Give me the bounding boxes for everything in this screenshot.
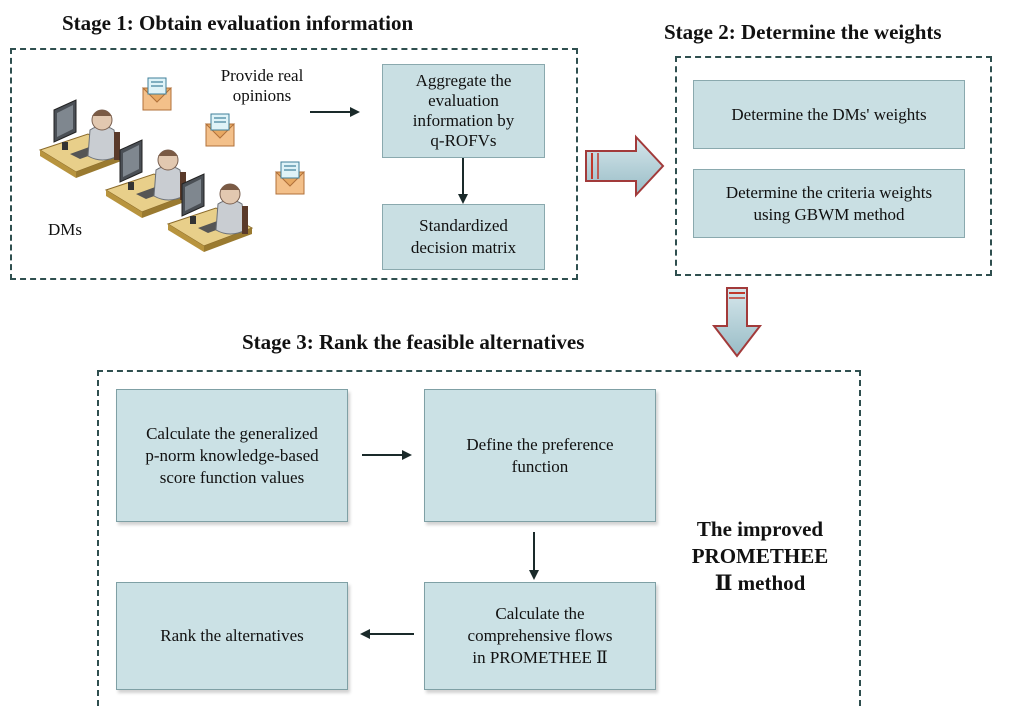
aggregate-box: Aggregate the evaluation information by … (382, 64, 545, 158)
dms-label: DMs (48, 220, 83, 239)
stage3-frame (97, 370, 861, 706)
block-arrow-right-icon (585, 134, 665, 198)
stage1-title: Stage 1: Obtain evaluation information (62, 11, 414, 35)
preference-function-box: Define the preference function (424, 389, 656, 522)
standardized-matrix-box: Standardized decision matrix (382, 204, 545, 270)
rank-alternatives-box: Rank the alternatives (116, 582, 348, 690)
user-at-computer-icon (39, 99, 125, 179)
stage3-title: Stage 3: Rank the feasible alternatives (242, 330, 585, 354)
envelope-icon (142, 77, 172, 111)
provide-opinions-label: Provide real opinions (220, 66, 304, 105)
envelope-icon (205, 113, 235, 147)
stage2-frame (675, 56, 992, 276)
stage2-title: Stage 2: Determine the weights (664, 20, 942, 44)
stage1-frame (10, 48, 578, 280)
score-function-box: Calculate the generalized p-norm knowled… (116, 389, 348, 522)
method-label: The improved PROMETHEE Ⅱ method (691, 517, 829, 595)
envelope-icon (275, 161, 305, 195)
criteria-weights-box: Determine the criteria weights using GBW… (693, 169, 965, 238)
dm-weights-box: Determine the DMs' weights (693, 80, 965, 149)
comprehensive-flows-box: Calculate the comprehensive flows in PRO… (424, 582, 656, 690)
block-arrow-down-icon (711, 287, 763, 358)
